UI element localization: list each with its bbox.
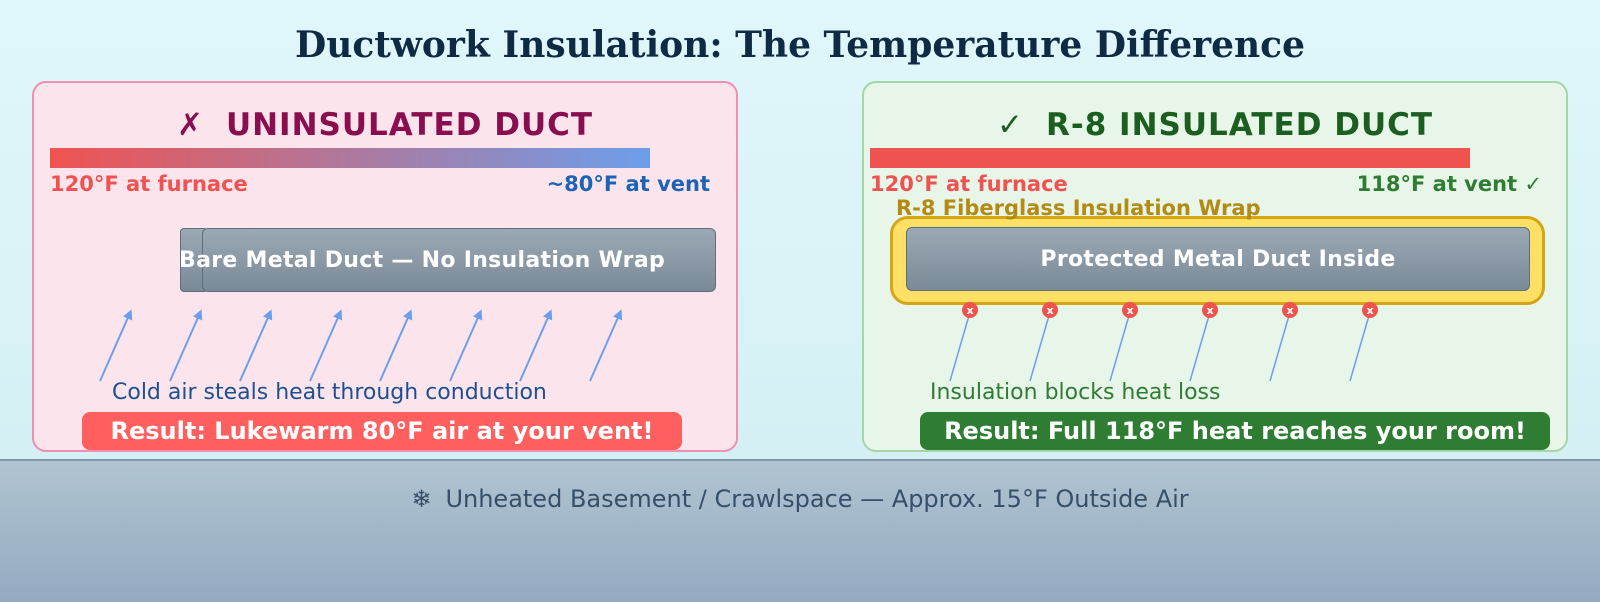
blocked-heat-arrow [1269, 311, 1291, 382]
blocked-marker-text: x [1206, 304, 1213, 317]
blocked-marker-icon [962, 302, 978, 318]
blocked-heat-arrow [1109, 311, 1131, 382]
furnace-temp-label: 120°F at furnace [50, 172, 248, 196]
temperature-gradient-bar [50, 148, 650, 168]
heat-loss-arrow [169, 309, 203, 382]
bare-duct-label: Bare Metal Duct — No Insulation Wrap [179, 247, 666, 273]
blocked-marker-text: x [1286, 304, 1293, 317]
blocked-marker-icon [1122, 302, 1138, 318]
heat-loss-arrow [99, 309, 133, 382]
blocked-marker-icon [1202, 302, 1218, 318]
uninsulated-heading-text: UNINSULATED DUCT [225, 107, 594, 143]
vent-temp-label: ~80°F at vent [546, 172, 710, 196]
vent-temp-label: 118°F at vent ✓ [1356, 172, 1542, 196]
insulation-wrap-label: R-8 Fiberglass Insulation Wrap [896, 196, 1261, 220]
blocked-marker-text: x [1046, 304, 1053, 317]
basement-floor: ❄ Unheated Basement / Crawlspace — Approx… [0, 459, 1600, 602]
heat-loss-arrow [309, 309, 343, 382]
blocked-marker-icon [1042, 302, 1058, 318]
bare-metal-duct: Bare Metal Duct — No Insulation Wrap [179, 228, 716, 292]
heat-loss-arrow [239, 309, 273, 382]
furnace-temp-label: 120°F at furnace [870, 172, 1068, 196]
blocked-marker-text: x [1366, 304, 1373, 317]
insulation-caption: Insulation blocks heat loss [930, 380, 1221, 405]
insulated-result-banner: Result: Full 118°F heat reaches your roo… [920, 412, 1550, 450]
environment-label-text: Unheated Basement / Crawlspace — Approx.… [445, 485, 1189, 513]
blocked-marker-icon [1362, 302, 1378, 318]
insulated-heading-text: R-8 INSULATED DUCT [1045, 107, 1434, 143]
heat-loss-arrow [379, 309, 413, 382]
environment-label: ❄ Unheated Basement / Crawlspace — Approx… [0, 485, 1600, 513]
uninsulated-result-banner: Result: Lukewarm 80°F air at your vent! [82, 412, 682, 450]
snowflake-icon: ❄ [411, 485, 432, 513]
protected-duct-label: Protected Metal Duct Inside [1040, 246, 1396, 272]
blocked-marker-text: x [1126, 304, 1133, 317]
heat-loss-arrow [589, 309, 623, 382]
blocked-marker-icon [1282, 302, 1298, 318]
heat-loss-arrow [519, 309, 553, 382]
insulated-panel: ✓ R-8 INSULATED DUCT 120°F at furnace 118… [862, 81, 1568, 452]
cross-icon: ✗ [176, 107, 204, 143]
uninsulated-panel: ✗ UNINSULATED DUCT 120°F at furnace ~80°F… [32, 81, 738, 452]
uninsulated-heading: ✗ UNINSULATED DUCT [34, 107, 736, 143]
protected-metal-duct: Protected Metal Duct Inside [906, 227, 1530, 291]
blocked-heat-arrow [1189, 311, 1211, 382]
blocked-marker-text: x [966, 304, 973, 317]
blocked-heat-arrow [949, 311, 971, 382]
heat-loss-arrow [449, 309, 483, 382]
conduction-caption: Cold air steals heat through conduction [112, 380, 547, 405]
insulated-heading: ✓ R-8 INSULATED DUCT [864, 107, 1566, 143]
check-icon: ✓ [996, 107, 1024, 143]
page-title: Ductwork Insulation: The Temperature Dif… [294, 24, 1305, 66]
temperature-constant-bar [870, 148, 1470, 168]
blocked-heat-arrow [1349, 311, 1371, 382]
blocked-heat-arrow [1029, 311, 1051, 382]
